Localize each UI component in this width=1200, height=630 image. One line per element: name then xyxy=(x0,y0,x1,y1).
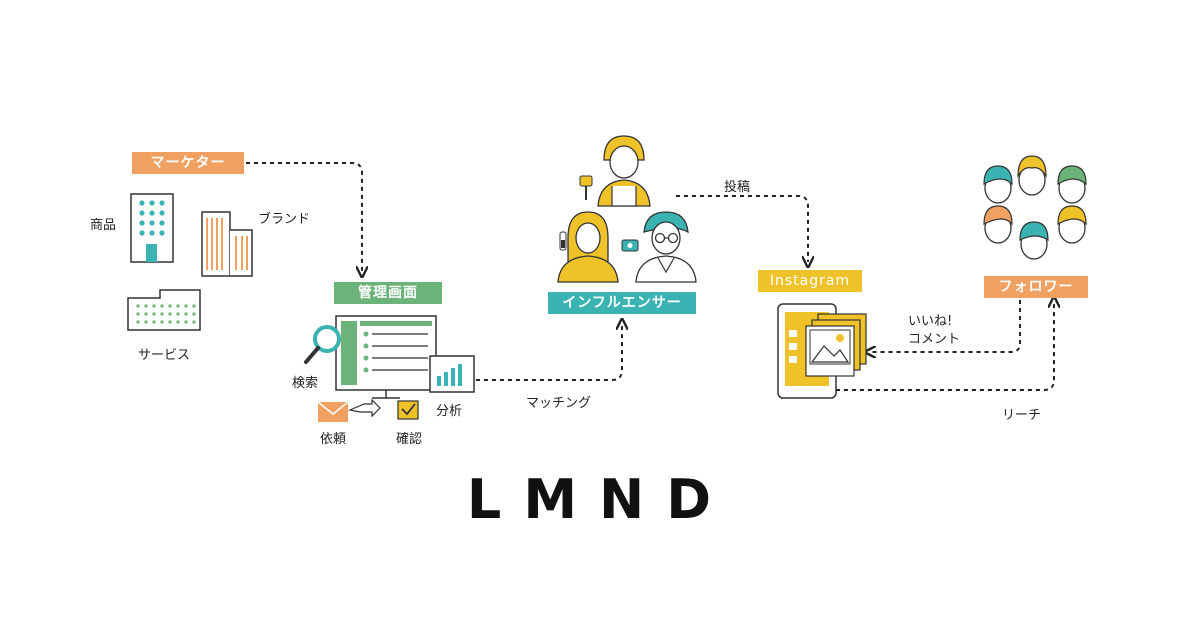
request-label: 依頼 xyxy=(320,432,347,447)
follower-face-icon xyxy=(1019,221,1049,260)
brand-label: ブランド xyxy=(258,212,311,227)
follower-face-icon xyxy=(1057,205,1087,244)
post-arrow xyxy=(676,195,808,262)
reach-arrow xyxy=(836,302,1054,391)
woman-icon xyxy=(557,211,619,283)
marketer-to-manage-arrow xyxy=(246,162,362,272)
envelope-icon xyxy=(317,401,349,422)
checkbox-icon xyxy=(397,400,419,420)
service-label: サービス xyxy=(138,348,191,363)
follower-face-icon xyxy=(983,165,1013,204)
chef-icon xyxy=(579,135,651,207)
low-building-icon xyxy=(127,289,201,331)
follower-face-icon xyxy=(1017,155,1047,196)
spatula-icon xyxy=(579,175,593,200)
matching-arrow xyxy=(476,324,622,381)
follower-face-icon xyxy=(983,205,1013,244)
photo-icon xyxy=(805,313,867,377)
post-label: 投稿 xyxy=(724,180,751,195)
influencer-node: インフルエンサー xyxy=(548,292,696,314)
man-glasses-icon xyxy=(621,211,697,283)
instagram-node: Instagram xyxy=(758,270,862,292)
office-building-icon xyxy=(130,193,174,263)
matching-label: マッチング xyxy=(526,396,592,411)
follower-face-icon xyxy=(1057,165,1087,204)
like-label: いいね! xyxy=(908,314,953,329)
follower-node: フォロワー xyxy=(984,276,1088,298)
tower-building-icon xyxy=(201,211,253,277)
monitor-icon xyxy=(335,315,437,399)
camera-icon xyxy=(621,239,639,252)
product-label: 商品 xyxy=(90,218,117,233)
lmnd-logo: LMND xyxy=(466,468,734,531)
like-comment-arrow xyxy=(870,300,1021,352)
analysis-label: 分析 xyxy=(436,404,463,419)
magnifier-icon xyxy=(304,325,341,364)
hand-arrow-icon xyxy=(347,398,381,418)
search-label: 検索 xyxy=(292,376,319,391)
follower-faces xyxy=(983,155,1087,260)
lipstick-icon xyxy=(559,231,567,251)
reach-label: リーチ xyxy=(1002,408,1042,423)
marketer-node: マーケター xyxy=(132,152,244,174)
manage-screen-node: 管理画面 xyxy=(334,282,442,304)
confirm-label: 確認 xyxy=(396,432,423,447)
comment-label: コメント xyxy=(908,332,961,347)
bar-chart-icon xyxy=(429,355,475,393)
